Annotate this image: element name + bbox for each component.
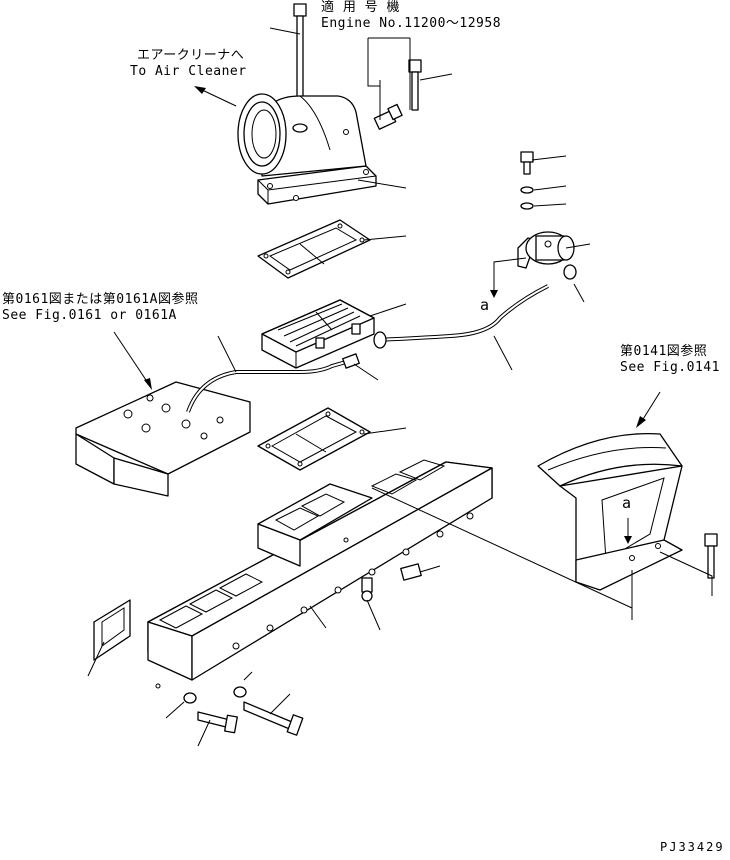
relay-wire	[373, 284, 549, 371]
ref-a-upper-arrow	[490, 257, 527, 298]
manifold-connector	[400, 563, 441, 581]
bottom-washer-left	[165, 692, 197, 719]
heater-relay	[517, 231, 591, 303]
relay-lock-washer	[520, 185, 567, 194]
intake-manifold	[147, 459, 633, 689]
end-cover-gasket	[87, 599, 131, 677]
ref-a-lower-arrow	[624, 518, 632, 544]
relay-bolt	[520, 151, 567, 175]
ref-a-upper-label: a	[480, 296, 490, 314]
bottom-long-bolt	[243, 693, 304, 736]
heater-wire	[186, 335, 379, 413]
engine-range-label: Engine No.11200～12958	[321, 16, 502, 31]
bottom-washer-right	[233, 671, 253, 698]
right-bracket-bolt	[659, 533, 718, 596]
bottom-short-bolt	[197, 711, 238, 747]
gasket-lower	[257, 407, 407, 471]
sensor-fitting	[367, 38, 403, 130]
left-bracket	[75, 331, 251, 497]
fig0141-en-label: See Fig.0141	[620, 360, 720, 375]
right-bracket	[537, 391, 683, 608]
fig0161-en-label: See Fig.0161 or 0161A	[2, 308, 177, 323]
intake-heater-box	[261, 299, 407, 369]
fig0141-jp-label: 第0141図参照	[620, 344, 708, 359]
fig0161-jp-label: 第0161図または第0161A図参照	[2, 292, 199, 307]
air-cleaner-jp-label: エアークリーナへ	[137, 48, 245, 63]
air-cleaner-arrow	[194, 86, 237, 107]
gasket-upper	[257, 219, 407, 279]
short-bolt-upper	[408, 59, 453, 111]
applicable-label: 適 用 号 機	[321, 0, 400, 15]
relay-washer	[520, 202, 567, 210]
air-cleaner-en-label: To Air Cleaner	[130, 64, 247, 79]
ref-a-lower-label: a	[622, 494, 632, 512]
manifold-sensor	[361, 577, 381, 631]
drawing-code: PJ33429	[660, 840, 725, 854]
intake-elbow-housing	[237, 93, 407, 205]
